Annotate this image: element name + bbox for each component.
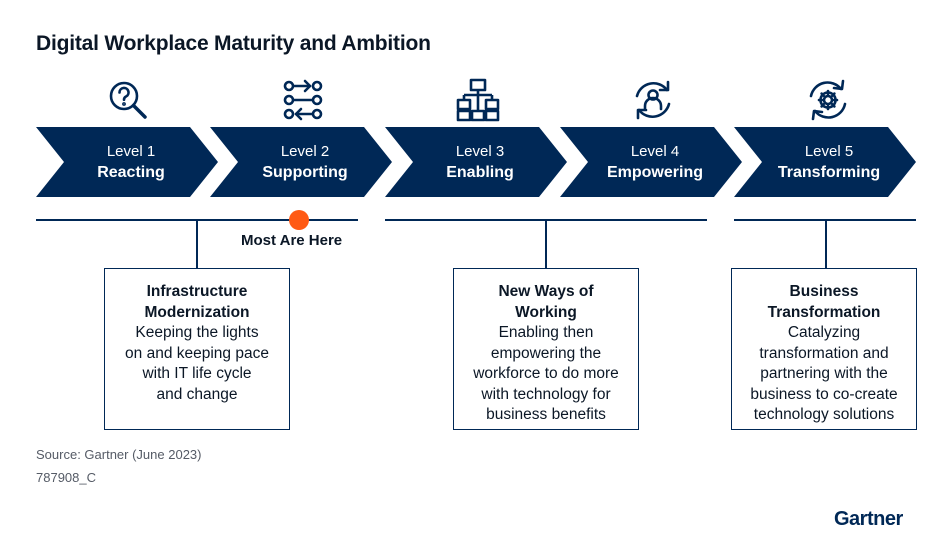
level-number: Level 2: [280, 142, 330, 160]
level-number: Level 4: [630, 142, 680, 160]
box-text: Catalyzing: [787, 324, 861, 341]
question-search-icon: [106, 78, 150, 122]
box-text: empowering the: [490, 344, 602, 362]
arrows-exchange-icon: [281, 78, 325, 122]
level-number: Level 5: [804, 142, 854, 160]
infrastructure-box: Infrastructure Modernization Keeping the…: [104, 268, 290, 430]
box-title: Modernization: [144, 303, 250, 321]
box-text: with technology for: [481, 385, 611, 403]
gartner-logo: Gartner: [834, 508, 903, 530]
new-ways-box: New Ways of Working Enabling then empowe…: [453, 268, 639, 430]
level-name: Transforming: [777, 163, 881, 181]
level-name: Enabling: [446, 163, 514, 181]
page-title: Digital Workplace Maturity and Ambition: [36, 32, 431, 55]
box-title: New Ways of: [498, 283, 594, 300]
box-text: technology solutions: [753, 406, 895, 423]
level-number: Level 1: [106, 142, 156, 160]
box-text: Keeping the lights: [135, 324, 259, 341]
connector-2: [545, 219, 547, 269]
current-position-marker: [289, 210, 309, 230]
box-text: with IT life cycle: [142, 365, 252, 382]
level-3-chevron: Level 3 Enabling: [385, 127, 567, 197]
box-text: business benefits: [486, 406, 606, 423]
box-text: workforce to do more: [473, 365, 619, 382]
box-text: partnering with the: [760, 365, 888, 382]
box-title: Transformation: [767, 303, 881, 321]
level-name: Supporting: [262, 163, 348, 181]
box-text: and change: [156, 385, 238, 403]
box-title: Business: [789, 283, 859, 300]
level-number: Level 3: [455, 142, 505, 160]
level-5-chevron: Level 5 Transforming: [734, 127, 916, 197]
level-name: Empowering: [606, 163, 703, 181]
box-text: transformation and: [759, 344, 889, 362]
box-text: Enabling then: [498, 324, 594, 341]
hierarchy-icon: [456, 78, 500, 122]
level-1-chevron: Level 1 Reacting: [36, 127, 218, 197]
level-name: Reacting: [97, 163, 165, 181]
box-title: Working: [515, 303, 577, 321]
level-4-chevron: Level 4 Empowering: [560, 127, 742, 197]
figure-code: 787908_C: [36, 470, 96, 485]
box-title: Infrastructure: [146, 283, 248, 300]
level-2-chevron: Level 2 Supporting: [210, 127, 392, 197]
marker-label: Most Are Here: [241, 232, 343, 249]
gear-cycle-icon: [806, 78, 850, 122]
box-text: business to co-create: [750, 385, 898, 403]
connector-3: [825, 219, 827, 269]
source-note: Source: Gartner (June 2023): [36, 447, 202, 462]
box-text: on and keeping pace: [125, 344, 269, 362]
business-transformation-box: Business Transformation Catalyzing trans…: [731, 268, 917, 430]
person-cycle-icon: [631, 78, 675, 122]
connector-1: [196, 219, 198, 269]
